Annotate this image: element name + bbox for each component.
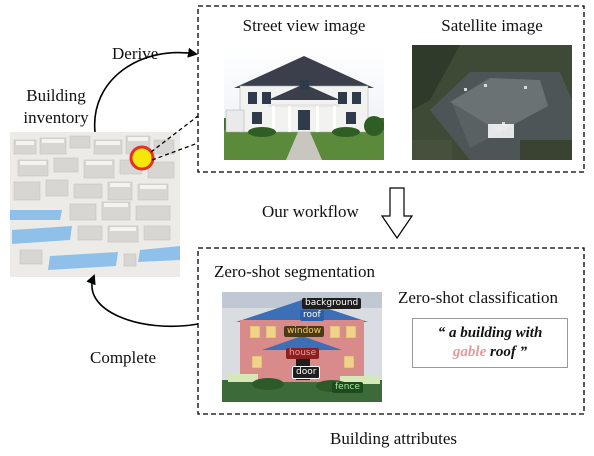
street-view-image (224, 45, 384, 160)
classification-result: “ a building with gable roof ” (412, 318, 568, 368)
street-view-title: Street view image (242, 16, 366, 35)
classification-title: Zero-shot classification (398, 288, 559, 307)
satellite-title: Satellite image (441, 16, 543, 35)
quote-highlight: gable (452, 344, 487, 360)
mask-tag-door: door (292, 366, 321, 379)
building-inventory-map (10, 132, 180, 277)
building-inventory-title-line2: inventory (23, 108, 89, 127)
water-area (48, 252, 118, 270)
water-area (138, 246, 180, 262)
workflow-arrow (380, 187, 414, 240)
mask-tag-fence: fence (332, 382, 363, 393)
derive-label: Derive (112, 44, 159, 63)
callout-line (151, 142, 199, 161)
quote-line1: “ a building with (437, 325, 543, 341)
water-area (12, 226, 72, 244)
mask-tag-house: house (286, 348, 320, 359)
complete-label: Complete (90, 348, 157, 367)
workflow-label: Our workflow (262, 202, 359, 221)
derived-images-box (197, 5, 585, 173)
building-attributes-caption: Building attributes (330, 429, 458, 448)
location-marker (129, 145, 155, 171)
quote-tail: roof ” (489, 344, 528, 360)
segmentation-title: Zero-shot segmentation (214, 262, 375, 281)
mask-tag-background: background (302, 298, 362, 309)
satellite-image (412, 45, 572, 160)
building-inventory-title-line1: Building (26, 86, 86, 105)
mask-tag-window: window (284, 326, 325, 337)
water-area (10, 210, 62, 220)
attributes-box (197, 247, 585, 415)
mask-tag-roof: roof (300, 310, 324, 321)
quote-line2: gable roof ” (413, 343, 567, 362)
